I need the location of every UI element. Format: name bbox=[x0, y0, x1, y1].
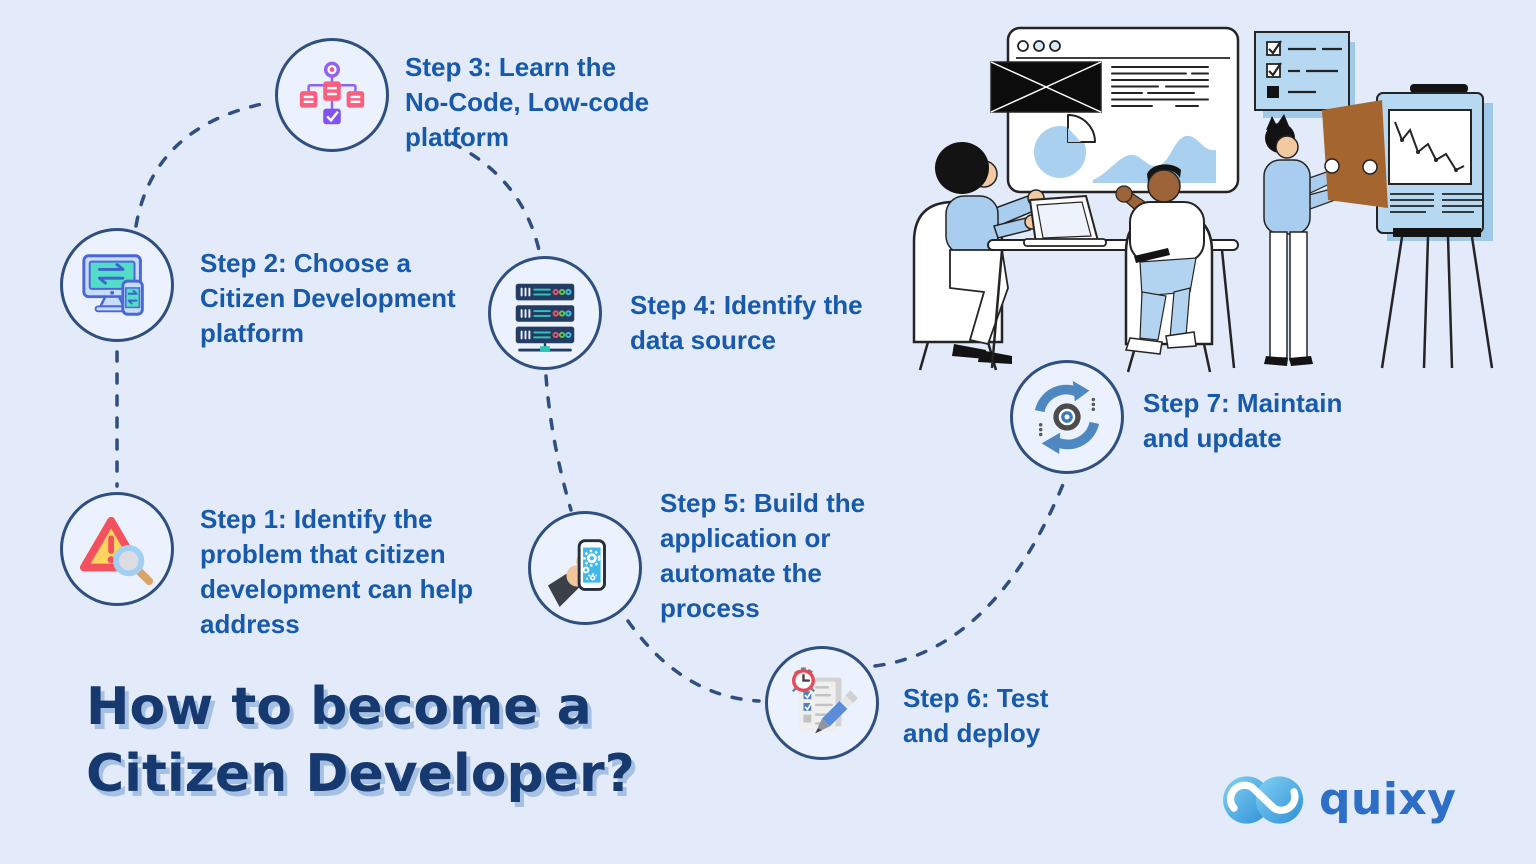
step-3-label: Step 3: Learn the No-Code, Low-code plat… bbox=[405, 52, 650, 152]
hand-phone-gears-icon bbox=[547, 539, 606, 607]
connector-6-7 bbox=[873, 480, 1066, 668]
step-4-circle bbox=[488, 256, 602, 370]
person-with-clipboard bbox=[1263, 100, 1388, 366]
laptop bbox=[1023, 195, 1107, 247]
sync-loop-target-icon bbox=[1034, 380, 1100, 455]
connector-2-3 bbox=[134, 102, 264, 228]
step-4-label: Step 4: Identify the data source bbox=[630, 290, 863, 355]
monitor-phone-sync-icon bbox=[82, 254, 144, 316]
image-placeholder bbox=[990, 61, 1102, 113]
server-stack-icon bbox=[515, 283, 575, 352]
team-illustration bbox=[912, 26, 1494, 373]
step-3-circle bbox=[275, 38, 389, 152]
step-5-label: Step 5: Build the application or automat… bbox=[660, 488, 866, 623]
quixy-logo: quixy bbox=[1222, 770, 1456, 830]
infinity-mark-icon bbox=[1223, 776, 1304, 824]
step-6-circle bbox=[765, 646, 879, 760]
step-6-label: Step 6: Test and deploy bbox=[903, 683, 1049, 748]
step-7-label: Step 7: Maintain and update bbox=[1143, 388, 1343, 453]
browser-dashboard bbox=[990, 26, 1240, 194]
declining-line-chart bbox=[1394, 121, 1465, 172]
checklist-board bbox=[1254, 31, 1355, 118]
area-chart bbox=[1093, 135, 1216, 183]
warning-magnifier-icon bbox=[79, 516, 154, 586]
connector-5-6 bbox=[626, 619, 761, 703]
step-1-label: Step 1: Identify the problem that citize… bbox=[200, 504, 474, 639]
connector-3-4 bbox=[450, 141, 541, 252]
pie-chart bbox=[1034, 114, 1096, 178]
step-7-circle bbox=[1010, 360, 1124, 474]
page-title: How to become a Citizen Developer? bbox=[86, 677, 635, 804]
step-1-circle bbox=[60, 492, 174, 606]
step-5-circle bbox=[528, 511, 642, 625]
flipchart-easel bbox=[1376, 84, 1494, 369]
checklist-pencil-clock-icon bbox=[791, 667, 859, 734]
connector-4-5 bbox=[544, 374, 573, 512]
text-lines bbox=[1111, 66, 1209, 107]
step-2-label: Step 2: Choose a Citizen Development pla… bbox=[200, 248, 456, 348]
step-2-circle bbox=[60, 228, 174, 342]
man-at-desk bbox=[1115, 164, 1205, 355]
quixy-wordmark: quixy bbox=[1319, 774, 1457, 825]
woman-at-desk bbox=[935, 142, 1045, 364]
easel-text-lines bbox=[1390, 193, 1482, 213]
flowchart-icon bbox=[299, 61, 365, 125]
